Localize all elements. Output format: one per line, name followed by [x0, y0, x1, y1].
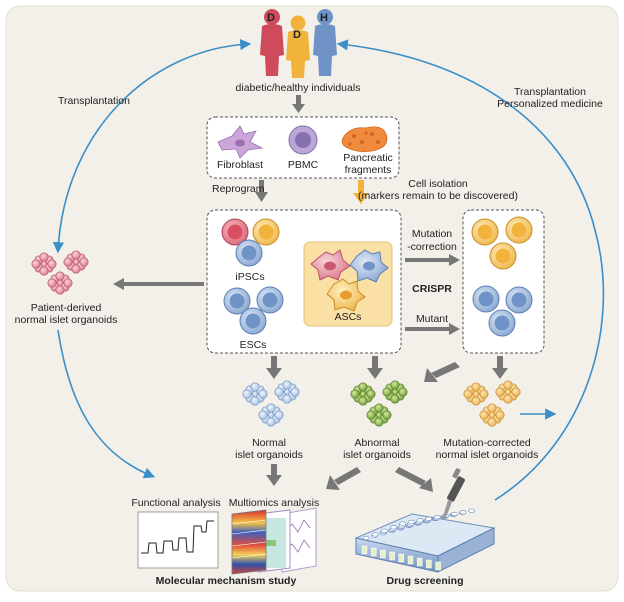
diabetic-person-2-icon: [286, 15, 310, 78]
normal-organoids-label-2: islet organoids: [235, 449, 303, 461]
fibroblast-label: Fibroblast: [217, 159, 263, 171]
arrow-mutant-to-abnormal: [424, 362, 460, 382]
fibroblast-icon: [217, 125, 264, 159]
arrow-mutation-correction: [405, 254, 460, 266]
pancreatic-label-1: Pancreatic: [343, 152, 393, 164]
arrow-abnormal-to-multiomics: [326, 467, 361, 490]
cell-isolation-label-2: (markers remain to be discovered): [358, 190, 518, 202]
arrow-reprogram: [255, 180, 268, 202]
pbmc-icon: [288, 125, 318, 155]
arrow-people-to-sources: [292, 95, 305, 113]
abnormal-organoids-label-1: Abnormal: [355, 437, 400, 449]
pbmc-label: PBMC: [288, 159, 319, 171]
arrow-to-abnormal-organoids: [367, 356, 383, 379]
person-letter: H: [320, 12, 328, 24]
mutation-label-2: -correction: [407, 241, 457, 253]
normal-organoids-label-1: Normal: [252, 437, 286, 449]
functional-analysis-label: Functional analysis: [131, 497, 220, 509]
mutation-label-1: Mutation: [412, 228, 452, 240]
people-figures: D D H: [260, 9, 337, 78]
arrow-cell-isolation: [353, 180, 369, 204]
mutant-cell-icons: [472, 285, 533, 337]
right-transplantation-arc: [336, 39, 605, 501]
pancreatic-fragments-icon: [341, 126, 388, 152]
left-analysis-arc: [57, 329, 156, 479]
cell-isolation-label-1: Cell isolation: [408, 178, 468, 190]
corrected-organoids-label-1: Mutation-corrected: [443, 437, 531, 449]
patient-organoids-label-2: normal islet organoids: [15, 314, 118, 326]
arrow-mutant: [405, 323, 460, 335]
person-letter: D: [293, 29, 301, 41]
molecular-mechanism-label: Molecular mechanism study: [156, 575, 297, 587]
right-arc-label-2: Personalized medicine: [497, 98, 603, 110]
pipette-icon: [442, 468, 465, 520]
corrected-cell-icons: [471, 216, 533, 270]
ipscs-label: iPSCs: [235, 271, 264, 283]
arrow-to-corrected-organoids: [492, 356, 508, 379]
abnormal-organoid-icon: [350, 380, 408, 427]
arrow-normal-to-multiomics: [266, 464, 282, 486]
right-arc-label-1: Transplantation: [514, 86, 586, 98]
ascs-label: ASCs: [335, 311, 362, 323]
drug-screening-label: Drug screening: [386, 575, 463, 587]
corrected-organoid-icon: [463, 380, 521, 427]
diabetic-person-1-icon: [260, 9, 284, 76]
patient-derived-organoid-icon: [31, 250, 89, 295]
drug-screening-plate-icon: [354, 508, 496, 573]
pancreatic-label-2: fragments: [345, 164, 392, 176]
escs-label: ESCs: [240, 339, 267, 351]
edited-cells-box: [462, 209, 545, 354]
normal-organoid-icon: [242, 380, 300, 427]
reprogram-label: Reprogram: [212, 183, 265, 195]
asc-cell-icons: [310, 249, 389, 312]
people-caption: diabetic/healthy individuals: [236, 82, 361, 94]
multiomics-heatmap-icon: [231, 507, 317, 575]
left-arc-label: Transplantation: [58, 95, 130, 107]
abnormal-organoids-label-2: islet organoids: [343, 449, 411, 461]
esc-cell-icons: [223, 286, 284, 335]
person-letter: D: [267, 12, 275, 24]
healthy-person-icon: [313, 9, 337, 76]
functional-trace-icon: [137, 511, 219, 569]
arrow-to-patient-organoids: [113, 278, 204, 290]
corrected-organoids-label-2: normal islet organoids: [436, 449, 539, 461]
arrow-to-normal-organoids: [266, 356, 282, 379]
mutant-label: Mutant: [416, 313, 448, 325]
patient-organoids-label-1: Patient-derived: [31, 302, 102, 314]
ipsc-cell-icons: [221, 218, 280, 267]
multiomics-analysis-label: Multiomics analysis: [229, 497, 319, 509]
arrow-abnormal-to-drug: [395, 467, 433, 492]
left-transplantation-arc: [52, 38, 252, 254]
crispr-label: CRISPR: [412, 283, 452, 295]
